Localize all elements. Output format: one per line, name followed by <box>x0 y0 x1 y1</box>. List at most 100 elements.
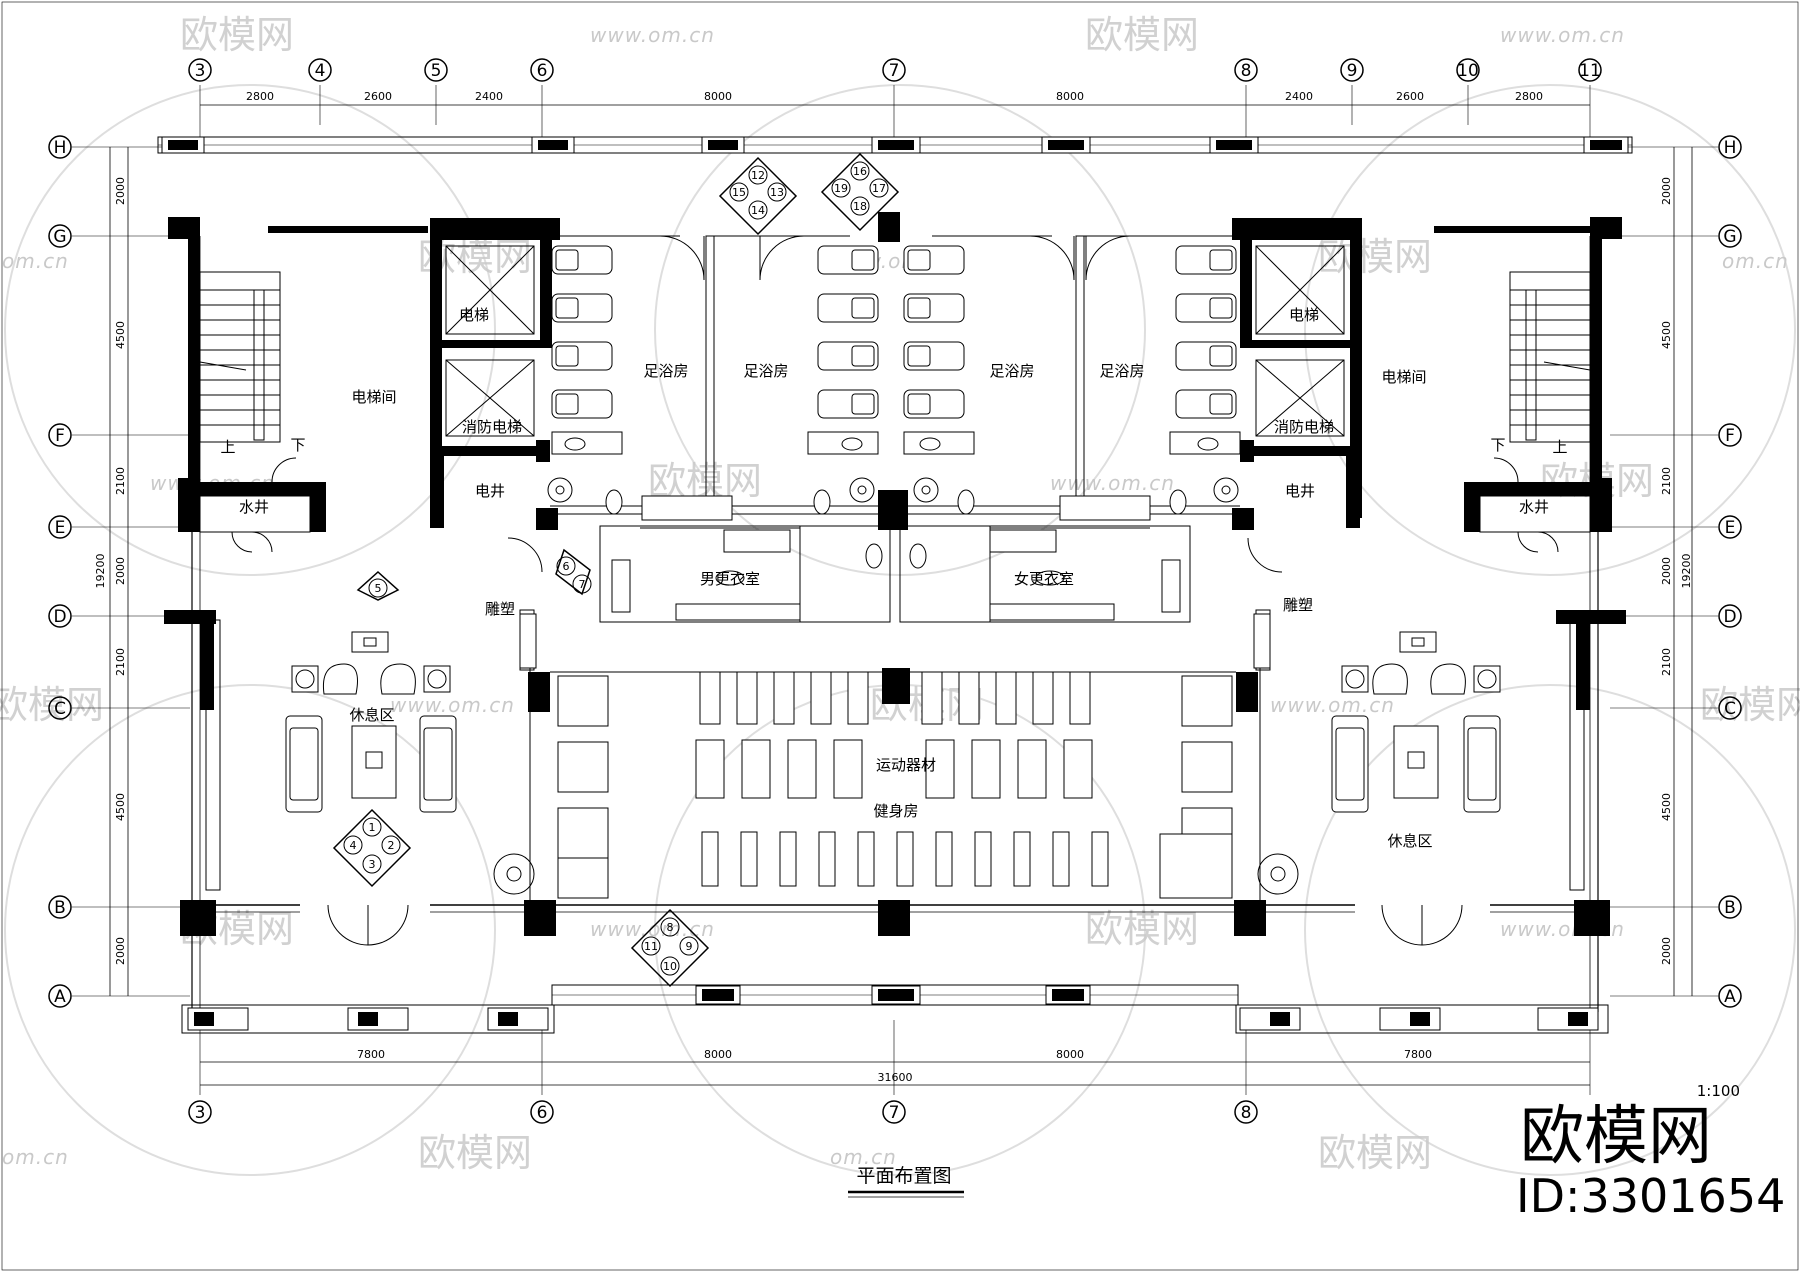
dimension-top: 2600 <box>364 90 392 103</box>
axis-label-column: 3 <box>195 61 206 81</box>
view-marker: 16 17 18 19 <box>820 152 900 232</box>
drawing-title: 平面布置图 <box>856 1165 951 1187</box>
room-label-elevator-hall-left: 电梯间 <box>351 388 396 406</box>
watermark-logo: 欧模网 <box>1318 235 1432 279</box>
dimension-bottom: 7800 <box>1404 1048 1432 1061</box>
svg-text:2: 2 <box>388 839 395 852</box>
plant-icons <box>493 477 1299 895</box>
room-label-shaft-right: 电井 <box>1285 482 1315 500</box>
axis-bubbles-rows: H G F E D C B A H G F E D C B A <box>48 135 1742 1008</box>
axis-label-row: C <box>54 699 66 719</box>
axis-label-column: 7 <box>889 1103 900 1123</box>
dimension-left: 2000 <box>114 177 127 205</box>
view-marker: 6 7 <box>555 548 592 596</box>
room-label-fire-elevator-left: 消防电梯 <box>462 418 522 436</box>
axis-label-column: 4 <box>315 61 326 81</box>
svg-text:10: 10 <box>663 960 677 973</box>
dimension-top: 2400 <box>1285 90 1313 103</box>
axis-label-column: 8 <box>1241 61 1252 81</box>
svg-text:8: 8 <box>667 921 674 934</box>
dimension-bottom: 8000 <box>704 1048 732 1061</box>
room-label-foot-bath: 足浴房 <box>743 362 788 380</box>
lounge-furniture-left <box>285 631 457 813</box>
axis-label-column: 6 <box>537 1103 548 1123</box>
lounge-furniture-right <box>1331 631 1501 813</box>
axis-label-column: 3 <box>195 1103 206 1123</box>
room-label-sculpture-left: 雕塑 <box>485 600 515 618</box>
room-label-elevator-right: 电梯 <box>1289 306 1319 324</box>
watermark-url: om.cn <box>2 1145 69 1169</box>
axis-label-row: F <box>1725 426 1735 446</box>
watermark-logo: 欧模网 <box>1085 13 1199 57</box>
watermark-url: www.om.cn <box>1500 23 1625 47</box>
sculpture-left-icon <box>519 613 537 669</box>
svg-text:17: 17 <box>872 182 886 195</box>
foot-bath-chairs <box>551 245 1241 586</box>
dimension-left: 2100 <box>114 648 127 676</box>
axis-bubbles-bottom: 3 6 7 8 <box>188 1100 1258 1124</box>
dimension-left: 2000 <box>114 557 127 585</box>
axis-label-row: E <box>55 518 66 538</box>
svg-text:16: 16 <box>853 165 867 178</box>
room-label-mens-locker: 男更衣室 <box>700 570 760 588</box>
watermark-logo: 欧模网 <box>1085 907 1199 951</box>
view-marker: 8 9 10 11 <box>630 908 710 988</box>
axis-label-column: 11 <box>1579 61 1601 81</box>
svg-text:9: 9 <box>686 940 693 953</box>
axis-label-column: 8 <box>1241 1103 1252 1123</box>
room-label-rest-area-left: 休息区 <box>349 706 394 724</box>
dimension-right-total: 19200 <box>1680 554 1693 589</box>
watermark-url: om.cn <box>2 249 69 273</box>
dimension-top: 8000 <box>1056 90 1084 103</box>
room-labels: 电梯 消防电梯 电井 电梯间 水井 上 下 足浴房 足浴房 足浴房 足浴房 电梯… <box>220 306 1567 850</box>
dimension-right: 2100 <box>1660 467 1673 495</box>
axis-label-row: B <box>54 898 66 918</box>
stair-down-right: 下 <box>1490 436 1505 454</box>
stair-up-right: 上 <box>1552 438 1567 456</box>
room-label-elevator-hall-right: 电梯间 <box>1381 368 1426 386</box>
svg-text:19: 19 <box>834 182 848 195</box>
room-label-shaft-left: 电井 <box>475 482 505 500</box>
dimension-right: 2000 <box>1660 177 1673 205</box>
drawing-scale: 1:100 <box>1697 1082 1740 1100</box>
view-marker: 1 2 3 4 <box>332 808 412 888</box>
axis-label-row: A <box>1724 987 1736 1007</box>
dimension-right: 2000 <box>1660 557 1673 585</box>
dimension-right: 4500 <box>1660 793 1673 821</box>
svg-text:13: 13 <box>770 186 784 199</box>
axis-label-column: 6 <box>537 61 548 81</box>
svg-text:12: 12 <box>751 169 765 182</box>
room-label-elevator-left: 电梯 <box>459 306 489 324</box>
sculpture-right-icon <box>1253 613 1271 669</box>
svg-text:18: 18 <box>853 200 867 213</box>
dimension-left-total: 19200 <box>94 554 107 589</box>
axis-label-column: 7 <box>889 61 900 81</box>
watermark-logo: 欧模网 <box>1318 1131 1432 1175</box>
svg-text:3: 3 <box>369 858 376 871</box>
axis-label-row: E <box>1725 518 1736 538</box>
dimension-bottom: 7800 <box>357 1048 385 1061</box>
view-marker: 12 13 14 15 <box>718 156 798 236</box>
watermark-url: www.om.cn <box>390 693 515 717</box>
axis-label-column: 10 <box>1457 61 1479 81</box>
axis-label-row: B <box>1724 898 1736 918</box>
image-id-text: ID:3301654 <box>1516 1169 1785 1223</box>
room-label-equipment: 运动器材 <box>876 756 936 774</box>
dimension-top: 2600 <box>1396 90 1424 103</box>
dimension-bottom: 8000 <box>1056 1048 1084 1061</box>
axis-label-row: C <box>1724 699 1736 719</box>
room-label-womens-locker: 女更衣室 <box>1014 570 1074 588</box>
room-label-gym: 健身房 <box>873 802 918 820</box>
axis-label-row: G <box>1723 227 1736 247</box>
svg-text:1: 1 <box>369 821 376 834</box>
axis-label-row: D <box>53 607 66 627</box>
structural-walls <box>164 212 1626 936</box>
axis-label-row: H <box>1724 138 1737 158</box>
watermark-url: om.cn <box>830 1145 897 1169</box>
dimension-left: 2100 <box>114 467 127 495</box>
dimension-top: 2800 <box>1515 90 1543 103</box>
axis-bubbles-top: 3 4 5 6 7 8 9 10 11 <box>188 58 1602 82</box>
watermark-logo: 欧模网 <box>180 13 294 57</box>
dimension-bottom-total: 31600 <box>878 1071 913 1084</box>
room-label-fire-elevator-right: 消防电梯 <box>1274 418 1334 436</box>
